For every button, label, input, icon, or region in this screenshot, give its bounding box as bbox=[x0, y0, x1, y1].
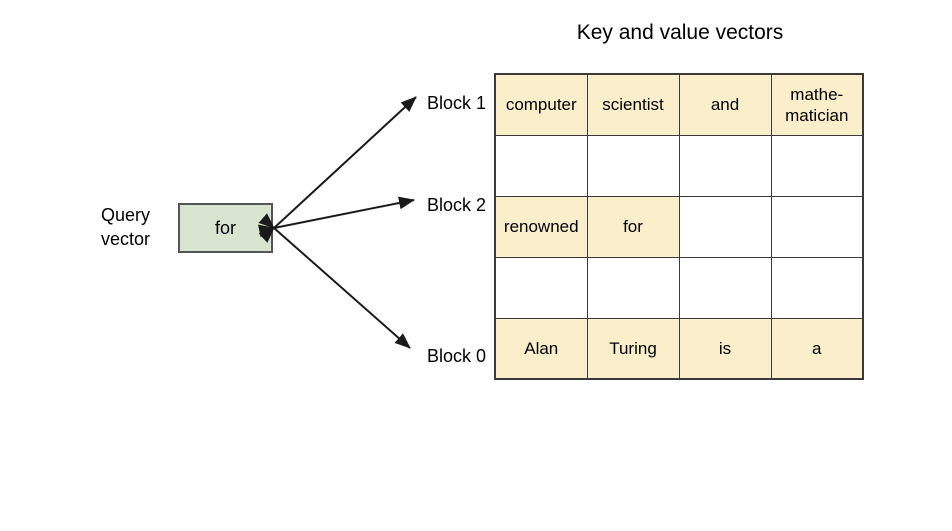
block-label-1: Block 1 bbox=[426, 93, 486, 113]
table-row: renowned for bbox=[494, 195, 864, 258]
table-cell-text: a bbox=[812, 338, 822, 358]
table-row: Alan Turing is a bbox=[494, 317, 864, 380]
table-cell-text: Turing bbox=[609, 338, 657, 358]
table-cell bbox=[586, 256, 680, 319]
table-cell-text: mathe-matician bbox=[785, 84, 849, 125]
table-cell: renowned bbox=[494, 195, 588, 258]
query-vector-box: for bbox=[178, 203, 273, 253]
table-row: computer scientist and mathe-matician bbox=[494, 73, 864, 136]
query-vector-label-line2: vector bbox=[101, 229, 151, 249]
table-cell: scientist bbox=[586, 73, 680, 136]
page-title: Key and value vectors bbox=[576, 21, 784, 44]
query-vector-label: Query vector bbox=[101, 203, 175, 251]
table-cell-text: scientist bbox=[602, 95, 664, 115]
table-cell bbox=[494, 134, 588, 197]
block-label-0: Block 0 bbox=[426, 346, 486, 366]
table-cell: Turing bbox=[586, 317, 680, 380]
arrow-to-block-2 bbox=[258, 196, 415, 238]
table-cell bbox=[494, 256, 588, 319]
key-value-table-body: computer scientist and mathe-matician renown… bbox=[494, 73, 864, 380]
table-cell bbox=[770, 134, 864, 197]
table-cell: a bbox=[770, 317, 864, 380]
table-row bbox=[494, 134, 864, 197]
key-value-table: computer scientist and mathe-matician renown… bbox=[494, 73, 864, 380]
table-cell: mathe-matician bbox=[770, 73, 864, 136]
table-cell-text: renowned bbox=[503, 217, 579, 236]
arrow-to-block-1 bbox=[258, 96, 417, 243]
table-row bbox=[494, 256, 864, 319]
query-vector-label-line1: Query bbox=[101, 205, 151, 225]
table-cell-text: computer bbox=[505, 95, 577, 115]
table-cell: and bbox=[678, 73, 772, 136]
table-cell-text: is bbox=[718, 338, 732, 358]
arrow-to-block-0 bbox=[258, 213, 411, 349]
table-cell bbox=[770, 195, 864, 258]
table-cell bbox=[678, 256, 772, 319]
block-label-2: Block 2 bbox=[426, 195, 486, 215]
table-cell: computer bbox=[494, 73, 588, 136]
table-cell bbox=[678, 134, 772, 197]
table-cell-text: and bbox=[710, 95, 740, 115]
table-cell: Alan bbox=[494, 317, 588, 380]
table-cell-text: Alan bbox=[524, 338, 559, 358]
query-vector-token: for bbox=[214, 217, 236, 238]
table-cell-text: for bbox=[623, 217, 643, 236]
table-cell: is bbox=[678, 317, 772, 380]
table-cell bbox=[678, 195, 772, 258]
table-cell bbox=[770, 256, 864, 319]
table-cell bbox=[586, 134, 680, 197]
table-cell: for bbox=[586, 195, 680, 258]
